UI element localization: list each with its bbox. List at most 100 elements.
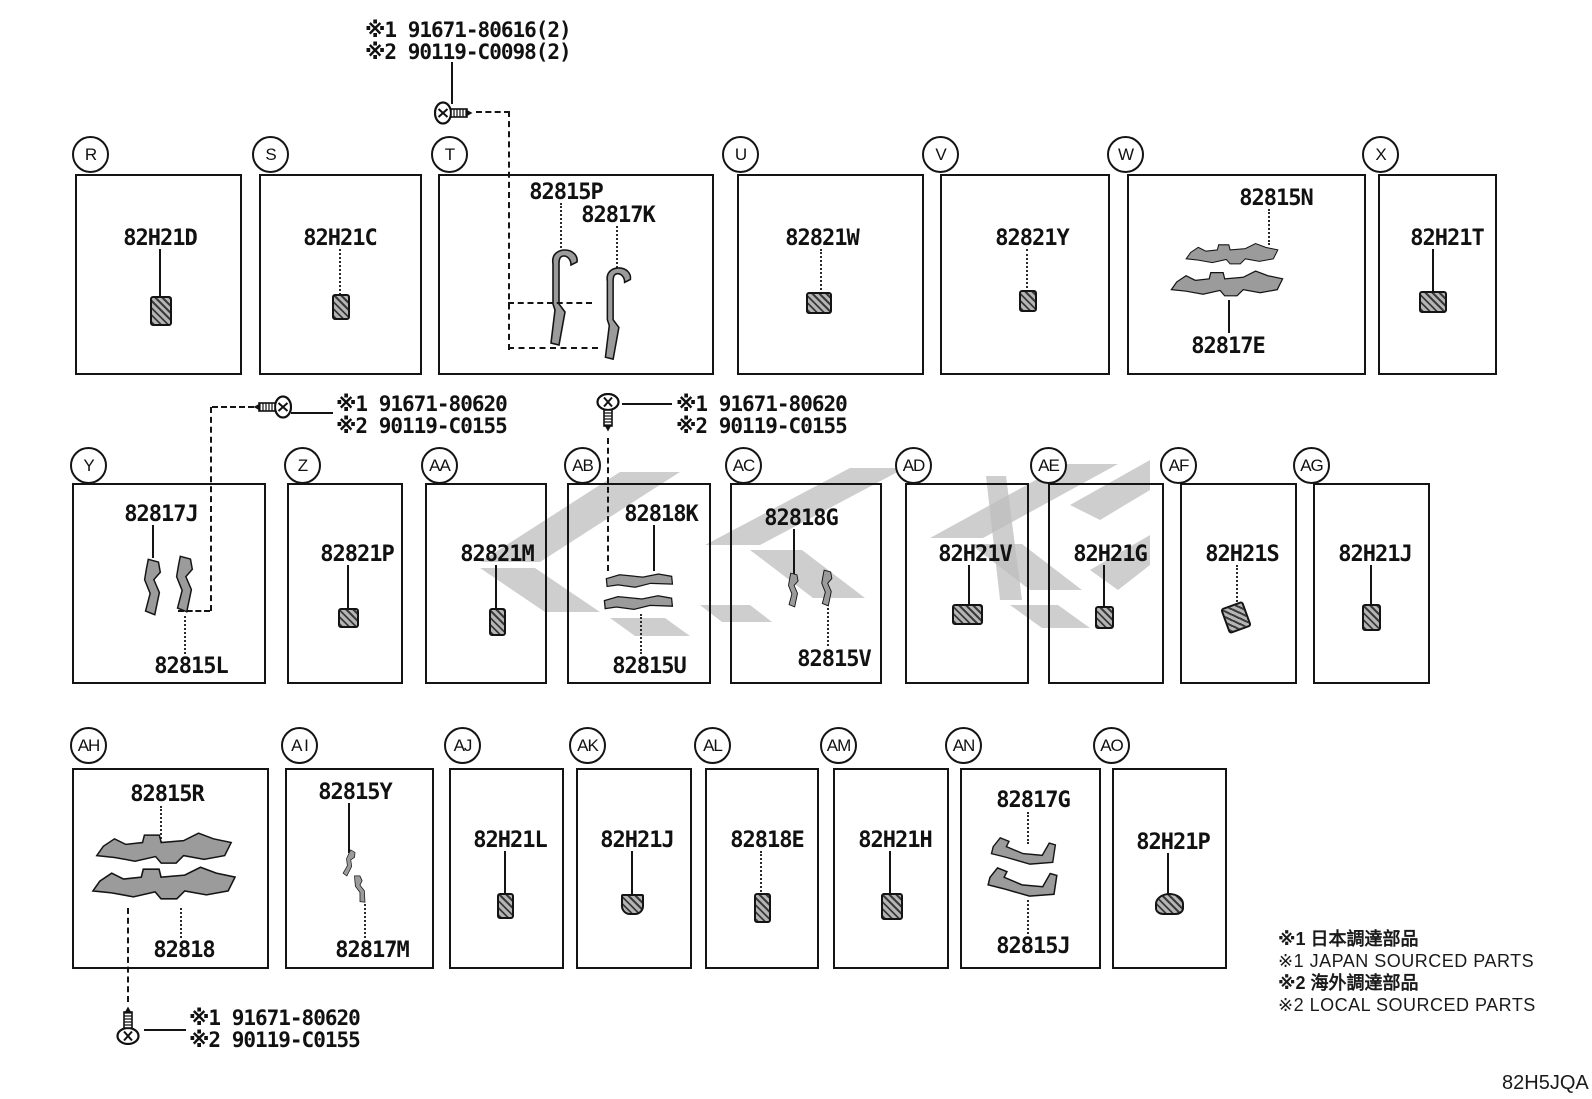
screw-icon [116,1006,140,1045]
part-frame [1378,174,1497,375]
leader-line [291,412,333,414]
part-clamp-icon [150,296,172,326]
part-number[interactable]: 82H21D [123,226,197,251]
leader-line [560,203,562,248]
part-number[interactable]: 82815V [797,647,871,672]
part-number[interactable]: 82H21P [1136,830,1210,855]
part-number[interactable]: 82H21S [1205,542,1279,567]
part-clip-icon [175,555,194,613]
leader-line [1268,209,1270,245]
part-number[interactable]: 82H21G [1073,542,1147,567]
part-number[interactable]: 82818K [624,502,698,527]
callout-letter-text: X [1375,144,1386,164]
callout-letter-text: AJ [453,735,473,755]
part-bracket-icon [95,832,233,864]
part-bracket-icon [1185,242,1279,265]
part-strip-icon [603,595,674,611]
part-number[interactable]: 82H21H [858,828,932,853]
part-frame [285,768,434,969]
leader-line [347,565,349,610]
callout-letter-text: AK [577,735,599,755]
part-number[interactable]: 82815L [154,654,228,679]
part-number[interactable]: 82H21J [600,828,674,853]
callout-letter: W [1107,136,1144,173]
leader-line [159,249,161,297]
callout-letter: AD [895,447,932,484]
part-frame [72,768,269,969]
part-number[interactable]: 82821W [785,226,859,251]
part-number[interactable]: 82821M [460,542,534,567]
part-number[interactable]: 82817M [335,938,409,963]
callout-letter: T [431,136,468,173]
part-number[interactable]: 82817G [996,788,1070,813]
part-number[interactable]: 82H21L [473,828,547,853]
part-clip-icon [821,569,833,607]
part-number[interactable]: 82818E [730,828,804,853]
leader-line [451,62,453,104]
part-number[interactable]: 82817K [581,203,655,228]
part-number[interactable]: 82818 [153,938,215,963]
part-number[interactable]: 82H21V [938,542,1012,567]
part-frame [449,768,564,969]
part-number[interactable]: 82815Y [318,780,392,805]
fastener-part-number: ※1 91671-80616(2) [365,18,572,42]
leader-line [889,851,891,895]
fastener-part-number: ※1 91671-80620 [189,1006,361,1030]
part-frame [287,483,403,684]
leader-line [616,226,618,268]
leader-line [152,525,154,558]
part-number[interactable]: 82818G [764,506,838,531]
legend-local-jp: ※2 海外調達部品 [1278,973,1419,993]
part-number[interactable]: 82821P [320,542,394,567]
leader-line [760,851,762,895]
fastener-part-number: ※2 90119-C0098(2) [365,40,572,64]
part-number[interactable]: 82817E [1191,334,1265,359]
callout-letter: AO [1093,727,1130,764]
watermark-logo [480,460,1150,636]
legend-japan-jp: ※1 日本調達部品 [1278,929,1419,949]
leader-line [495,565,497,610]
leader-line [653,525,655,571]
part-number[interactable]: 82821Y [995,226,1069,251]
screw-icon [596,393,620,432]
part-number[interactable]: 82817J [124,502,198,527]
leader-line [339,249,341,295]
part-clamp-icon [952,604,983,625]
part-frame [72,483,266,684]
callout-letter-text: Y [83,455,94,475]
part-frame [438,174,714,375]
part-number[interactable]: 82H21T [1410,226,1484,251]
part-number[interactable]: 82815P [529,180,603,205]
leader-line [968,565,970,606]
callout-letter: AJ [444,727,481,764]
leader-line [827,608,829,646]
callout-letter-text: AA [429,455,451,475]
part-clip-icon [354,875,366,903]
leader-line [144,1029,186,1031]
part-clamp-icon [1362,604,1381,631]
leader-line [1026,249,1028,292]
part-hook-icon [550,249,578,346]
part-number[interactable]: 82H21C [303,226,377,251]
leader-line [348,803,350,853]
part-number[interactable]: 82815N [1239,186,1313,211]
part-frame [960,768,1101,969]
leader-line [1228,300,1230,333]
callout-letter: S [252,136,289,173]
callout-letter-text: AH [77,735,101,755]
connector-dashed [476,111,510,113]
part-frame [75,174,242,375]
part-frame [705,768,819,969]
callout-letter-text: AG [1300,455,1324,475]
part-number[interactable]: 82815J [996,934,1070,959]
leader-line [180,908,182,938]
part-number[interactable]: 82815U [612,654,686,679]
part-clamp-icon [1155,893,1184,915]
part-number[interactable]: 82H21J [1338,542,1412,567]
part-number[interactable]: 82815R [130,782,204,807]
part-clamp-icon [754,893,771,923]
connector-dashed [508,347,598,349]
callout-letter-text: A I [291,735,309,755]
screw-icon [253,395,292,419]
